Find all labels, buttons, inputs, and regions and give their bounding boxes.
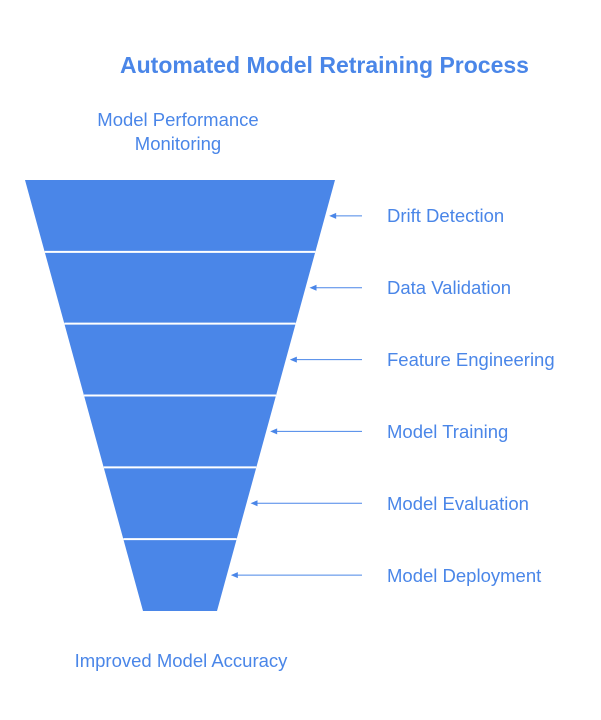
funnel-segment-model-evaluation: [103, 467, 257, 540]
input-label-line-1: Model Performance: [97, 109, 259, 130]
arrow-model-evaluation: [250, 500, 362, 507]
stage-label-model-evaluation: Model Evaluation: [387, 493, 529, 514]
stage-label-model-deployment: Model Deployment: [387, 565, 542, 586]
funnel-segment-model-training: [84, 395, 276, 468]
input-label: Model Performance Monitoring: [60, 108, 296, 156]
arrow-feature-engineering: [289, 356, 362, 363]
input-label-line-2: Monitoring: [134, 133, 222, 154]
stage-label-drift-detection: Drift Detection: [387, 205, 505, 226]
funnel-segment-feature-engineering: [64, 323, 296, 396]
funnel: [25, 180, 335, 611]
funnel-segment-drift-detection: [25, 180, 335, 252]
arrow-drift-detection: [329, 212, 362, 219]
funnel-segment-model-deployment: [123, 539, 237, 611]
arrow-data-validation: [309, 284, 362, 291]
diagram-title: Automated Model Retraining Process: [120, 52, 529, 78]
stage-label-data-validation: Data Validation: [387, 277, 512, 298]
arrows: [230, 212, 362, 579]
output-label: Improved Model Accuracy: [74, 650, 288, 671]
arrow-model-training: [270, 428, 362, 435]
stage-label-feature-engineering: Feature Engineering: [387, 349, 555, 370]
arrow-model-deployment: [230, 572, 362, 579]
funnel-segment-data-validation: [44, 251, 316, 324]
stage-label-model-training: Model Training: [387, 421, 509, 442]
